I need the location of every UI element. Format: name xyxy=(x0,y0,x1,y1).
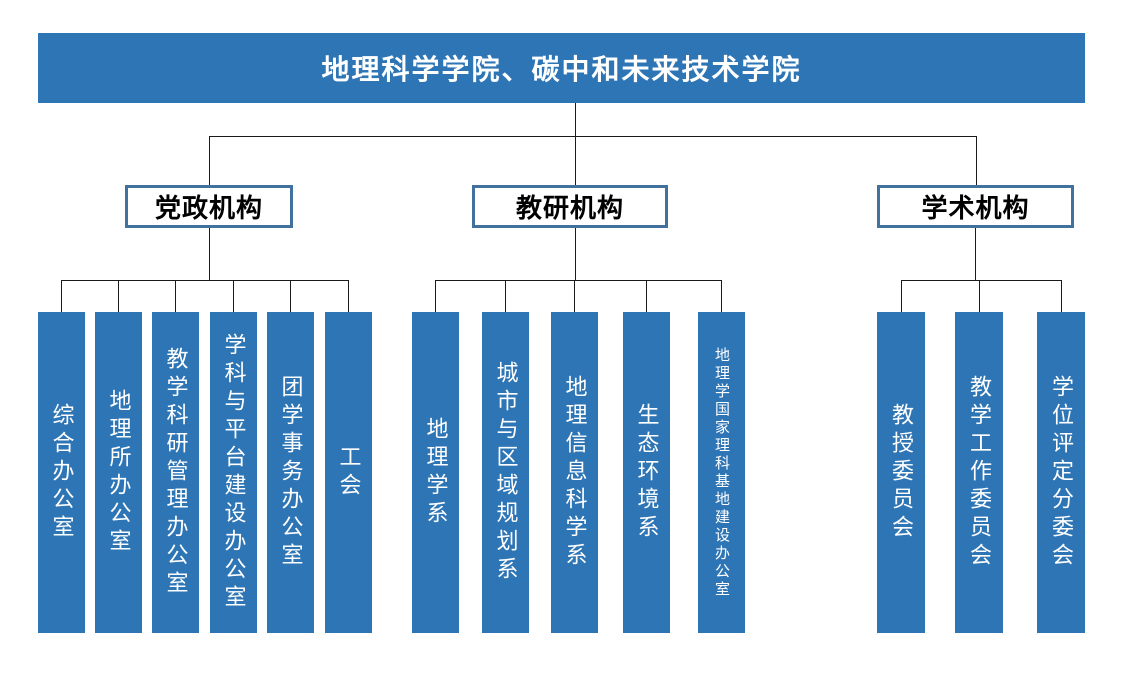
branch-node-dangzheng: 党政机构 xyxy=(125,185,293,228)
connector-branch1-drop xyxy=(118,280,119,312)
leaf-node: 团学事务办公室 xyxy=(267,312,314,633)
branch-label: 党政机构 xyxy=(154,194,263,223)
connector-drop-branch-1 xyxy=(209,136,210,185)
connector-branch2-drop xyxy=(574,280,575,312)
connector-branch2-drop xyxy=(646,280,647,312)
connector-branch3-stem xyxy=(975,228,976,280)
leaf-node: 地理学系 xyxy=(412,312,459,633)
leaf-node: 地理信息科学系 xyxy=(551,312,598,633)
root-node: 地理科学学院、碳中和未来技术学院 xyxy=(38,33,1085,103)
connector-branch1-drop xyxy=(233,280,234,312)
connector-branch3-rail xyxy=(901,280,1061,281)
leaf-node: 教学科研管理办公室 xyxy=(152,312,199,633)
connector-branch3-drop xyxy=(1061,280,1062,312)
branch-node-jiaoyan: 教研机构 xyxy=(472,185,668,228)
connector-branch2-drop xyxy=(505,280,506,312)
root-title: 地理科学学院、碳中和未来技术学院 xyxy=(321,55,802,86)
connector-branch2-drop xyxy=(435,280,436,312)
connector-branch1-drop xyxy=(348,280,349,312)
leaf-label: 教学工作委员会 xyxy=(967,374,992,571)
leaf-label: 城市与区域规划系 xyxy=(493,360,519,585)
leaf-label: 学位评定分委会 xyxy=(1049,374,1074,571)
connector-drop-branch-2 xyxy=(575,136,576,185)
leaf-label: 教授委员会 xyxy=(889,402,914,543)
branch-node-xueshu: 学术机构 xyxy=(877,185,1074,228)
connector-branch2-rail xyxy=(435,280,721,281)
leaf-node: 综合办公室 xyxy=(38,312,85,633)
connector-root-stem xyxy=(575,103,576,136)
connector-branch1-drop xyxy=(290,280,291,312)
leaf-label: 教学科研管理办公室 xyxy=(163,346,189,599)
leaf-node: 地理学国家理科基地建设办公室 xyxy=(698,312,745,633)
leaf-node: 地理所办公室 xyxy=(95,312,142,633)
leaf-label: 综合办公室 xyxy=(49,402,75,543)
leaf-label: 地理学系 xyxy=(423,416,449,529)
connector-branch1-drop xyxy=(175,280,176,312)
leaf-node: 工会 xyxy=(325,312,372,633)
connector-branch1-stem xyxy=(209,228,210,280)
connector-branch3-drop xyxy=(901,280,902,312)
connector-branch1-drop xyxy=(61,280,62,312)
connector-branch1-rail xyxy=(61,280,348,281)
connector-root-rail xyxy=(209,136,976,137)
leaf-label: 学科与平台建设办公室 xyxy=(221,332,247,613)
leaf-label: 地理学国家理科基地建设办公室 xyxy=(713,346,730,599)
leaf-node: 教学工作委员会 xyxy=(955,312,1003,633)
leaf-node: 教授委员会 xyxy=(877,312,925,633)
connector-drop-branch-3 xyxy=(976,136,977,185)
leaf-node: 城市与区域规划系 xyxy=(482,312,529,633)
connector-branch2-drop xyxy=(721,280,722,312)
leaf-label: 工会 xyxy=(336,444,362,501)
leaf-node: 学位评定分委会 xyxy=(1037,312,1085,633)
branch-label: 学术机构 xyxy=(921,194,1030,223)
branch-label: 教研机构 xyxy=(515,194,624,223)
connector-branch3-drop xyxy=(979,280,980,312)
leaf-label: 地理所办公室 xyxy=(106,388,132,557)
leaf-label: 团学事务办公室 xyxy=(278,374,304,571)
leaf-node: 学科与平台建设办公室 xyxy=(210,312,257,633)
leaf-node: 生态环境系 xyxy=(623,312,670,633)
leaf-label: 生态环境系 xyxy=(634,402,660,543)
leaf-label: 地理信息科学系 xyxy=(562,374,588,571)
connector-branch2-stem xyxy=(575,228,576,280)
